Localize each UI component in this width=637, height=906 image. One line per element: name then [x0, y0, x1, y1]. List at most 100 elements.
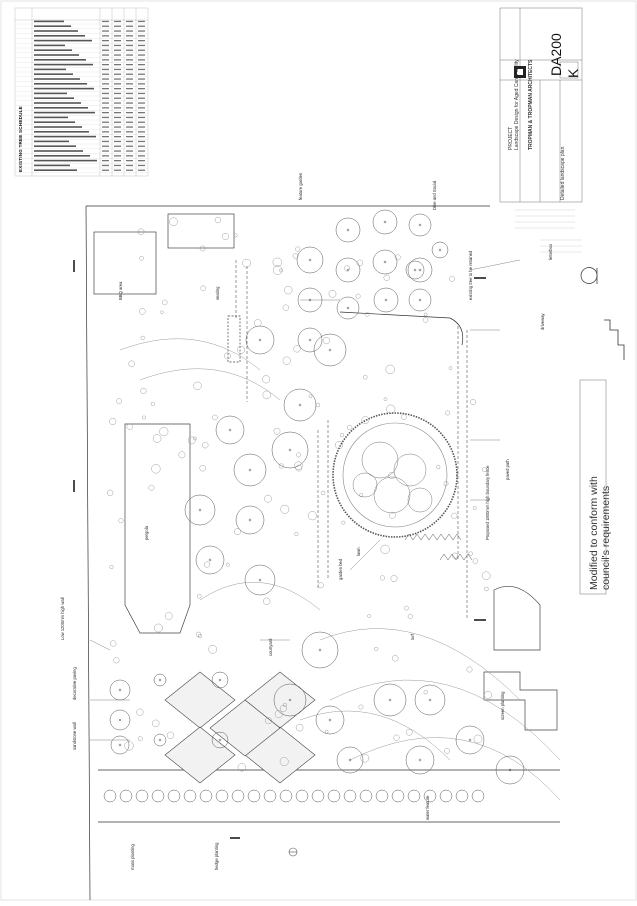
- shrub-symbol: [154, 623, 163, 633]
- street-tree-symbol: [343, 789, 357, 803]
- shrub-symbol: [484, 586, 489, 592]
- schedule-row-value-mark: [114, 54, 121, 56]
- shrub-symbol: [293, 345, 301, 353]
- shrub-symbol: [106, 489, 114, 496]
- schedule-row-value-mark: [126, 121, 133, 123]
- shrub-symbol: [193, 381, 202, 390]
- schedule-row-value-mark: [114, 131, 121, 133]
- scale-bar: [604, 319, 625, 360]
- shrub-symbol: [407, 613, 413, 619]
- note-turf: turf: [410, 633, 415, 640]
- shrub-symbol: [225, 562, 230, 567]
- shrub-symbol: [422, 317, 429, 323]
- schedule-row-value-mark: [138, 78, 145, 80]
- schedule-row-value-mark: [102, 121, 109, 123]
- schedule-row-value-mark: [138, 35, 145, 37]
- shrub-symbol: [374, 646, 379, 651]
- shrub-symbol: [470, 399, 477, 406]
- schedule-row-text-mark: [34, 73, 73, 75]
- schedule-row-value-mark: [102, 35, 109, 37]
- tree-canopy-symbol: [245, 325, 275, 355]
- tree-canopy-symbol: [431, 241, 449, 259]
- shrub-symbol: [383, 397, 388, 402]
- schedule-row-value-mark: [126, 150, 133, 152]
- schedule-row-value-mark: [102, 73, 109, 75]
- street-tree-symbol: [455, 789, 469, 803]
- schedule-row-value-mark: [114, 88, 121, 90]
- tree-trunk-symbol: [158, 678, 162, 682]
- schedule-row-value-mark: [126, 35, 133, 37]
- shrub-symbol: [265, 717, 272, 725]
- schedule-row-value-mark: [102, 54, 109, 56]
- schedule-row-value-mark: [138, 30, 145, 32]
- schedule-row-value-mark: [126, 92, 133, 95]
- schedule-row-text-mark: [34, 35, 85, 37]
- shrub-symbol: [110, 640, 117, 647]
- shrub-symbol: [282, 356, 291, 365]
- schedule-row-value-mark: [126, 88, 133, 90]
- schedule-row-value-mark: [138, 155, 145, 157]
- modified-banner: Modified to conform with council's requi…: [588, 476, 612, 590]
- tree-canopy-symbol: [195, 545, 225, 575]
- schedule-row-value-mark: [102, 40, 109, 42]
- tree-canopy-symbol: [110, 735, 130, 755]
- schedule-row-value-mark: [138, 88, 145, 90]
- shrub-symbol: [328, 289, 337, 298]
- shrub-symbol: [320, 490, 326, 496]
- tree-trunk-symbol: [308, 258, 312, 262]
- schedule-row-value-mark: [102, 126, 109, 128]
- shrub-symbol: [283, 702, 288, 707]
- shrub-symbol: [118, 518, 124, 524]
- schedule-row-value-mark: [126, 126, 133, 128]
- schedule-row-value-mark: [114, 97, 121, 99]
- schedule-row-value-mark: [126, 102, 133, 104]
- shrub-symbol: [201, 441, 209, 449]
- shrub-symbol: [274, 710, 283, 719]
- shrub-symbol: [262, 390, 271, 400]
- tree-canopy-symbol: [372, 209, 398, 235]
- schedule-row-value-mark: [138, 40, 145, 42]
- schedule-row-value-mark: [114, 121, 121, 123]
- schedule-row-value-mark: [126, 54, 133, 56]
- schedule-row-value-mark: [114, 136, 121, 138]
- shrub-symbol: [451, 512, 458, 519]
- street-tree-symbol: [439, 789, 453, 803]
- schedule-row-value-mark: [102, 102, 109, 104]
- tree-canopy-symbol: [271, 431, 309, 469]
- schedule-row-text-mark: [34, 54, 79, 56]
- boundary-lines: [85, 205, 560, 901]
- shrub-symbol: [307, 511, 317, 521]
- shrub-symbol: [473, 734, 483, 744]
- street-tree-symbol: [471, 789, 485, 803]
- schedule-row-value-mark: [138, 136, 145, 138]
- tree-trunk-symbol: [468, 738, 472, 742]
- shrub-symbol: [364, 312, 370, 317]
- tree-canopy-symbol: [211, 671, 229, 689]
- schedule-row-value-mark: [114, 35, 121, 37]
- street-tree-symbol: [199, 789, 213, 803]
- note-low-wall: Low 1200mm high wall: [60, 597, 65, 640]
- tree-trunk-symbol: [288, 698, 292, 702]
- schedule-row-value-mark: [114, 49, 121, 51]
- note-paved-path: paved path: [505, 459, 510, 480]
- street-tree-symbol: [407, 789, 421, 803]
- tree-trunk-symbol: [413, 268, 417, 272]
- note-boundary-fence: Proposed 1800mm high boundary fence: [485, 465, 490, 541]
- tree-canopy-symbol: [297, 327, 323, 353]
- shrub-symbol: [390, 575, 398, 582]
- street-tree-symbol: [359, 789, 373, 803]
- shrub-symbol: [367, 614, 371, 618]
- schedule-row-value-mark: [138, 131, 145, 133]
- schedule-row-value-mark: [114, 116, 121, 119]
- schedule-row-text-mark: [34, 145, 76, 147]
- schedule-row-value-mark: [126, 49, 133, 51]
- schedule-row-text-mark: [34, 135, 96, 138]
- shrub-symbol: [178, 451, 186, 459]
- north-point-bottom: [288, 847, 298, 857]
- schedule-row-value-mark: [114, 68, 121, 71]
- schedule-row-value-mark: [114, 40, 121, 42]
- schedule-row-value-mark: [102, 59, 109, 61]
- shrub-symbol: [160, 310, 164, 314]
- tree-trunk-symbol: [346, 228, 350, 232]
- shrub-symbol: [187, 436, 196, 445]
